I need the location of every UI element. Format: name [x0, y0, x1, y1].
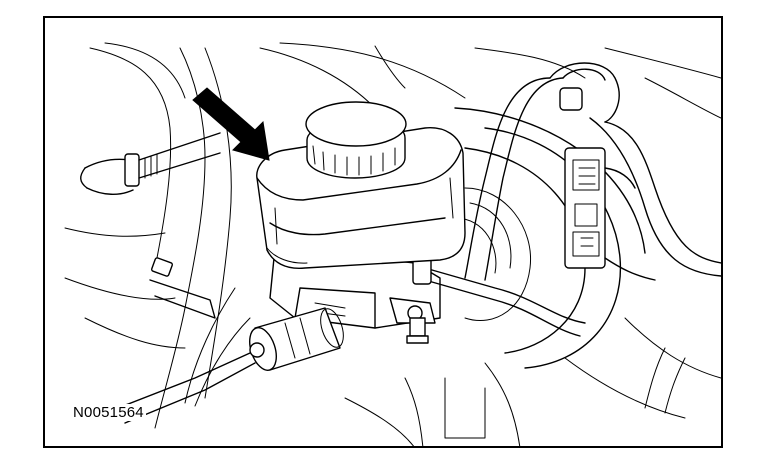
- brake-master-cylinder-illustration: [64, 42, 721, 446]
- tube-clip: [149, 257, 216, 319]
- electrical-connector: [564, 147, 656, 281]
- figure-number-label: N0051564: [71, 404, 146, 421]
- illustration-frame: N0051564: [43, 16, 723, 448]
- brake-line-fitting-left: [80, 132, 221, 195]
- brake-booster: [454, 107, 646, 369]
- reservoir-cap: [305, 101, 407, 179]
- brake-line-right: [412, 257, 586, 337]
- pressure-switch-cylinder: [104, 307, 344, 424]
- label-leader-lines: [184, 287, 251, 407]
- vacuum-hose: [464, 62, 721, 281]
- callout-arrow: [192, 87, 270, 161]
